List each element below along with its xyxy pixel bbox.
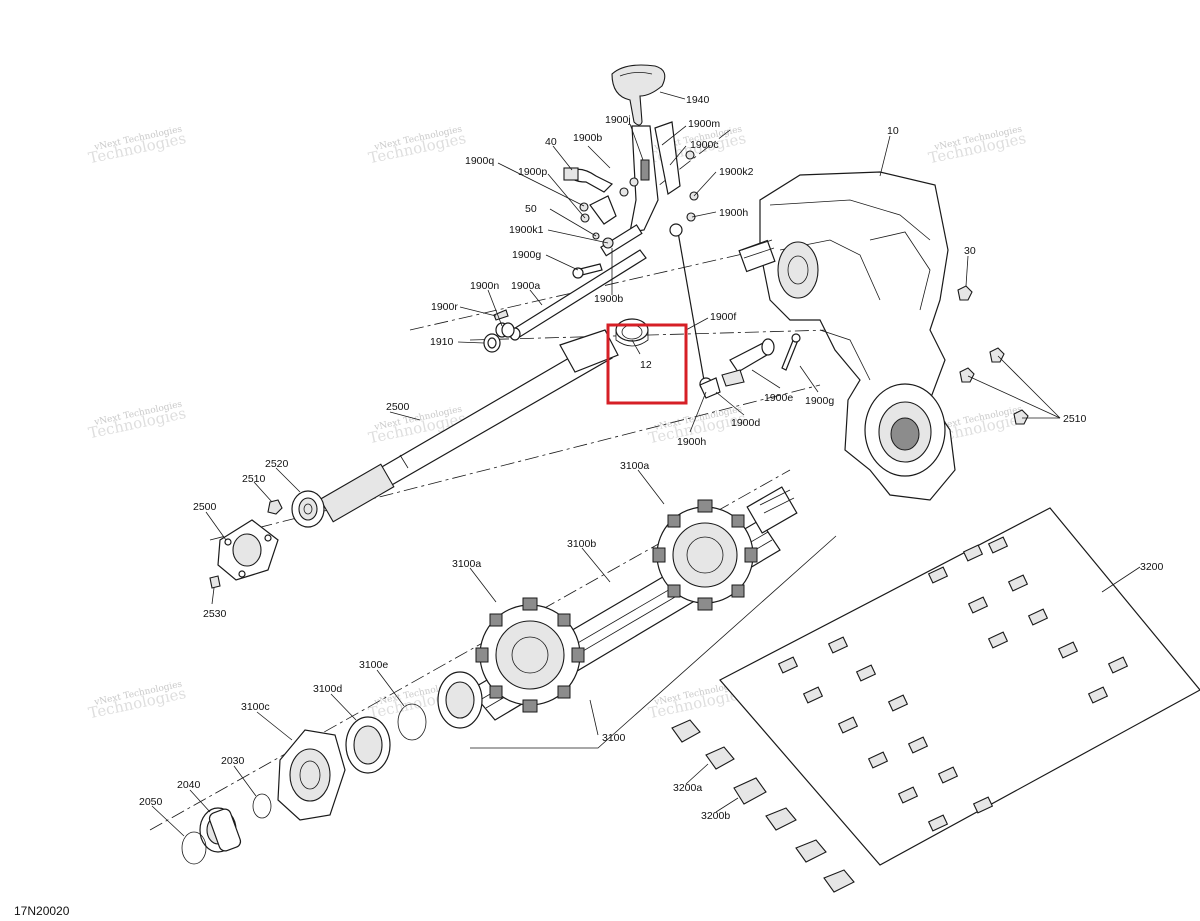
label-1910[interactable]: 1910 bbox=[430, 336, 454, 348]
label-2510-left[interactable]: 2510 bbox=[242, 473, 266, 485]
label-40[interactable]: 40 bbox=[545, 136, 557, 148]
label-1900r[interactable]: 1900r bbox=[431, 301, 458, 313]
nut-30[interactable] bbox=[957, 285, 973, 301]
label-12[interactable]: 12 bbox=[640, 359, 652, 371]
label-1900k2[interactable]: 1900k2 bbox=[719, 166, 754, 178]
bushing-12[interactable] bbox=[615, 318, 649, 347]
nut-2510-left[interactable] bbox=[267, 499, 283, 515]
label-3100c[interactable]: 3100c bbox=[241, 701, 270, 713]
label-1900n[interactable]: 1900n bbox=[470, 280, 499, 292]
label-2050[interactable]: 2050 bbox=[139, 796, 163, 808]
label-3200b[interactable]: 3200b bbox=[701, 810, 730, 822]
label-1900b-mid[interactable]: 1900b bbox=[594, 293, 623, 305]
label-2500-flange[interactable]: 2500 bbox=[193, 501, 217, 513]
bearing-housing-3100c[interactable] bbox=[277, 729, 346, 821]
track-clip-3200b[interactable] bbox=[733, 777, 855, 893]
diagram-code: 17N20020 bbox=[14, 904, 70, 918]
label-1940[interactable]: 1940 bbox=[686, 94, 710, 106]
label-1900h-top[interactable]: 1900h bbox=[719, 207, 748, 219]
seal-3100d[interactable] bbox=[345, 716, 391, 774]
pin-1900g[interactable] bbox=[781, 333, 801, 371]
bearing-2040[interactable] bbox=[199, 807, 242, 853]
sprocket-3100a-right[interactable] bbox=[652, 499, 758, 611]
pin-1900e[interactable] bbox=[721, 338, 775, 387]
watermark: vNext Technologies Technologies bbox=[87, 679, 188, 722]
shift-fork-40[interactable] bbox=[563, 167, 614, 193]
label-30[interactable]: 30 bbox=[964, 245, 976, 257]
label-2030[interactable]: 2030 bbox=[221, 755, 245, 767]
label-3100a-left[interactable]: 3100a bbox=[452, 558, 481, 570]
circlip-2050[interactable] bbox=[181, 831, 207, 865]
label-1900a[interactable]: 1900a bbox=[511, 280, 540, 292]
ring-2030[interactable] bbox=[252, 793, 272, 819]
gearbox-housing-10[interactable] bbox=[738, 171, 956, 501]
label-1900g-left[interactable]: 1900g bbox=[512, 249, 541, 261]
label-1900d[interactable]: 1900d bbox=[731, 417, 760, 429]
label-3100[interactable]: 3100 bbox=[602, 732, 626, 744]
label-2530[interactable]: 2530 bbox=[203, 608, 227, 620]
nuts-2510-right[interactable] bbox=[959, 347, 1029, 425]
label-10[interactable]: 10 bbox=[887, 125, 899, 137]
label-2040[interactable]: 2040 bbox=[177, 779, 201, 791]
track-clip-3200a[interactable] bbox=[671, 719, 735, 770]
label-1900p[interactable]: 1900p bbox=[518, 166, 547, 178]
circlip-3100e[interactable] bbox=[397, 703, 427, 741]
shift-lever-1940[interactable] bbox=[611, 64, 666, 126]
part-labels: 1940 1900j 1900m 1900c 40 1900b 1900q 19… bbox=[139, 94, 1164, 822]
shift-rod-1900a[interactable] bbox=[509, 224, 647, 341]
shift-bracket-1900j[interactable] bbox=[629, 121, 681, 233]
label-1900f[interactable]: 1900f bbox=[710, 311, 736, 323]
bearing-2520[interactable] bbox=[291, 490, 325, 528]
shift-link-1900f[interactable] bbox=[669, 223, 713, 391]
bolt-2530[interactable] bbox=[209, 575, 221, 589]
label-2510-right[interactable]: 2510 bbox=[1063, 413, 1087, 425]
leader-lines bbox=[151, 91, 1141, 837]
watermark: vNext Technologies Technologies bbox=[927, 124, 1028, 167]
watermark: vNext Technologies Technologies bbox=[367, 124, 468, 167]
label-50[interactable]: 50 bbox=[525, 203, 537, 215]
label-2520[interactable]: 2520 bbox=[265, 458, 289, 470]
track-plate-3200[interactable] bbox=[719, 507, 1200, 866]
clip-1900d[interactable] bbox=[699, 377, 721, 399]
label-1900j[interactable]: 1900j bbox=[605, 114, 631, 126]
label-1900b-top[interactable]: 1900b bbox=[573, 132, 602, 144]
watermark: vNext Technologies Technologies bbox=[87, 399, 188, 442]
label-3100a-top[interactable]: 3100a bbox=[620, 460, 649, 472]
label-1900g-right[interactable]: 1900g bbox=[805, 395, 834, 407]
label-3200a[interactable]: 3200a bbox=[673, 782, 702, 794]
drive-shaft-2500[interactable] bbox=[319, 329, 619, 523]
label-1900q[interactable]: 1900q bbox=[465, 155, 494, 167]
label-3100d[interactable]: 3100d bbox=[313, 683, 342, 695]
label-1900e[interactable]: 1900e bbox=[764, 392, 793, 404]
label-3100e[interactable]: 3100e bbox=[359, 659, 388, 671]
bracket-1900p[interactable] bbox=[589, 195, 617, 225]
label-3200[interactable]: 3200 bbox=[1140, 561, 1164, 573]
label-1900m[interactable]: 1900m bbox=[688, 118, 720, 130]
label-1900h-bottom[interactable]: 1900h bbox=[677, 436, 706, 448]
sprocket-3100a-left[interactable] bbox=[475, 597, 585, 713]
label-1900k1[interactable]: 1900k1 bbox=[509, 224, 544, 236]
label-3100b[interactable]: 3100b bbox=[567, 538, 596, 550]
label-1900c[interactable]: 1900c bbox=[690, 139, 719, 151]
label-2500-shaft[interactable]: 2500 bbox=[386, 401, 410, 413]
watermark: vNext Technologies Technologies bbox=[87, 124, 188, 167]
flange-2500[interactable] bbox=[217, 519, 279, 581]
highlight-box-part-12 bbox=[606, 323, 688, 405]
